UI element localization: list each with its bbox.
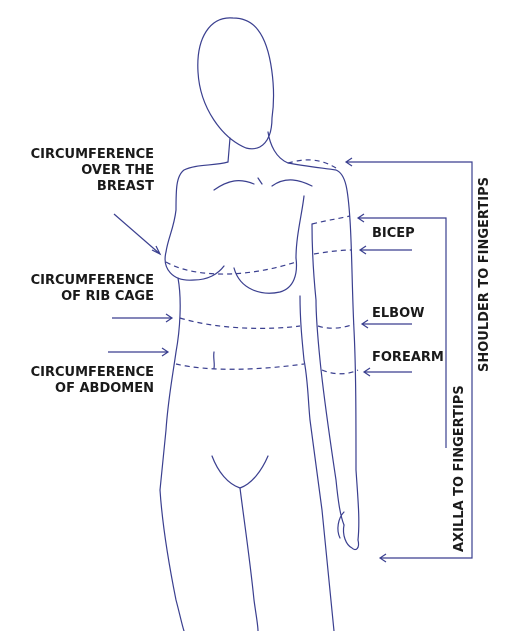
right-breast-top bbox=[296, 196, 304, 258]
breast-label-line-1: CIRCUMFERENCE bbox=[8, 147, 154, 163]
axilla-bracket bbox=[358, 218, 446, 448]
breast-measure-line bbox=[166, 262, 296, 274]
hand bbox=[338, 512, 359, 550]
elbow-measure-line bbox=[318, 324, 354, 328]
breast-arrow bbox=[114, 214, 160, 254]
leg-right-outer bbox=[310, 420, 334, 631]
axilla-to-fingertips-label: AXILLA TO FINGERTIPS bbox=[452, 385, 468, 552]
crotch bbox=[212, 456, 268, 488]
abdomen-label-line-1: CIRCUMFERENCE bbox=[8, 365, 154, 381]
neck-right bbox=[268, 132, 288, 163]
breast-label-line-2: OVER THE bbox=[8, 163, 154, 179]
right-clavicle bbox=[272, 180, 312, 186]
abdomen-measure-line bbox=[176, 364, 304, 369]
torso-left bbox=[160, 278, 180, 490]
navel bbox=[214, 352, 215, 368]
leg-inner bbox=[240, 488, 258, 631]
rib-cage-label-line-2: OF RIB CAGE bbox=[8, 289, 154, 305]
breast-label: CIRCUMFERENCE OVER THE BREAST bbox=[8, 147, 154, 195]
shoulder-to-fingertips-label: SHOULDER TO FINGERTIPS bbox=[477, 177, 493, 372]
forearm-measure-line bbox=[322, 370, 358, 374]
bicep-label: BICEP bbox=[372, 226, 415, 242]
elbow-label: ELBOW bbox=[372, 306, 424, 322]
torso-right bbox=[300, 296, 310, 420]
left-shoulder bbox=[166, 162, 228, 252]
rib-cage-label-line-1: CIRCUMFERENCE bbox=[8, 273, 154, 289]
leg-left-outer bbox=[160, 490, 184, 631]
right-shoulder bbox=[288, 163, 350, 220]
left-clavicle bbox=[214, 181, 254, 190]
arm-inner bbox=[312, 224, 344, 525]
head-outline bbox=[198, 18, 274, 149]
rib-measure-line bbox=[180, 318, 300, 328]
right-breast bbox=[234, 258, 296, 293]
rib-cage-label: CIRCUMFERENCE OF RIB CAGE bbox=[8, 273, 154, 305]
abdomen-label: CIRCUMFERENCE OF ABDOMEN bbox=[8, 365, 154, 397]
sternum-mark bbox=[258, 178, 262, 184]
bicep-measure-line bbox=[312, 216, 352, 254]
arm-outer bbox=[350, 220, 359, 540]
breast-label-line-3: BREAST bbox=[8, 179, 154, 195]
abdomen-label-line-2: OF ABDOMEN bbox=[8, 381, 154, 397]
forearm-label: FOREARM bbox=[372, 350, 444, 366]
neck-left bbox=[228, 138, 230, 162]
